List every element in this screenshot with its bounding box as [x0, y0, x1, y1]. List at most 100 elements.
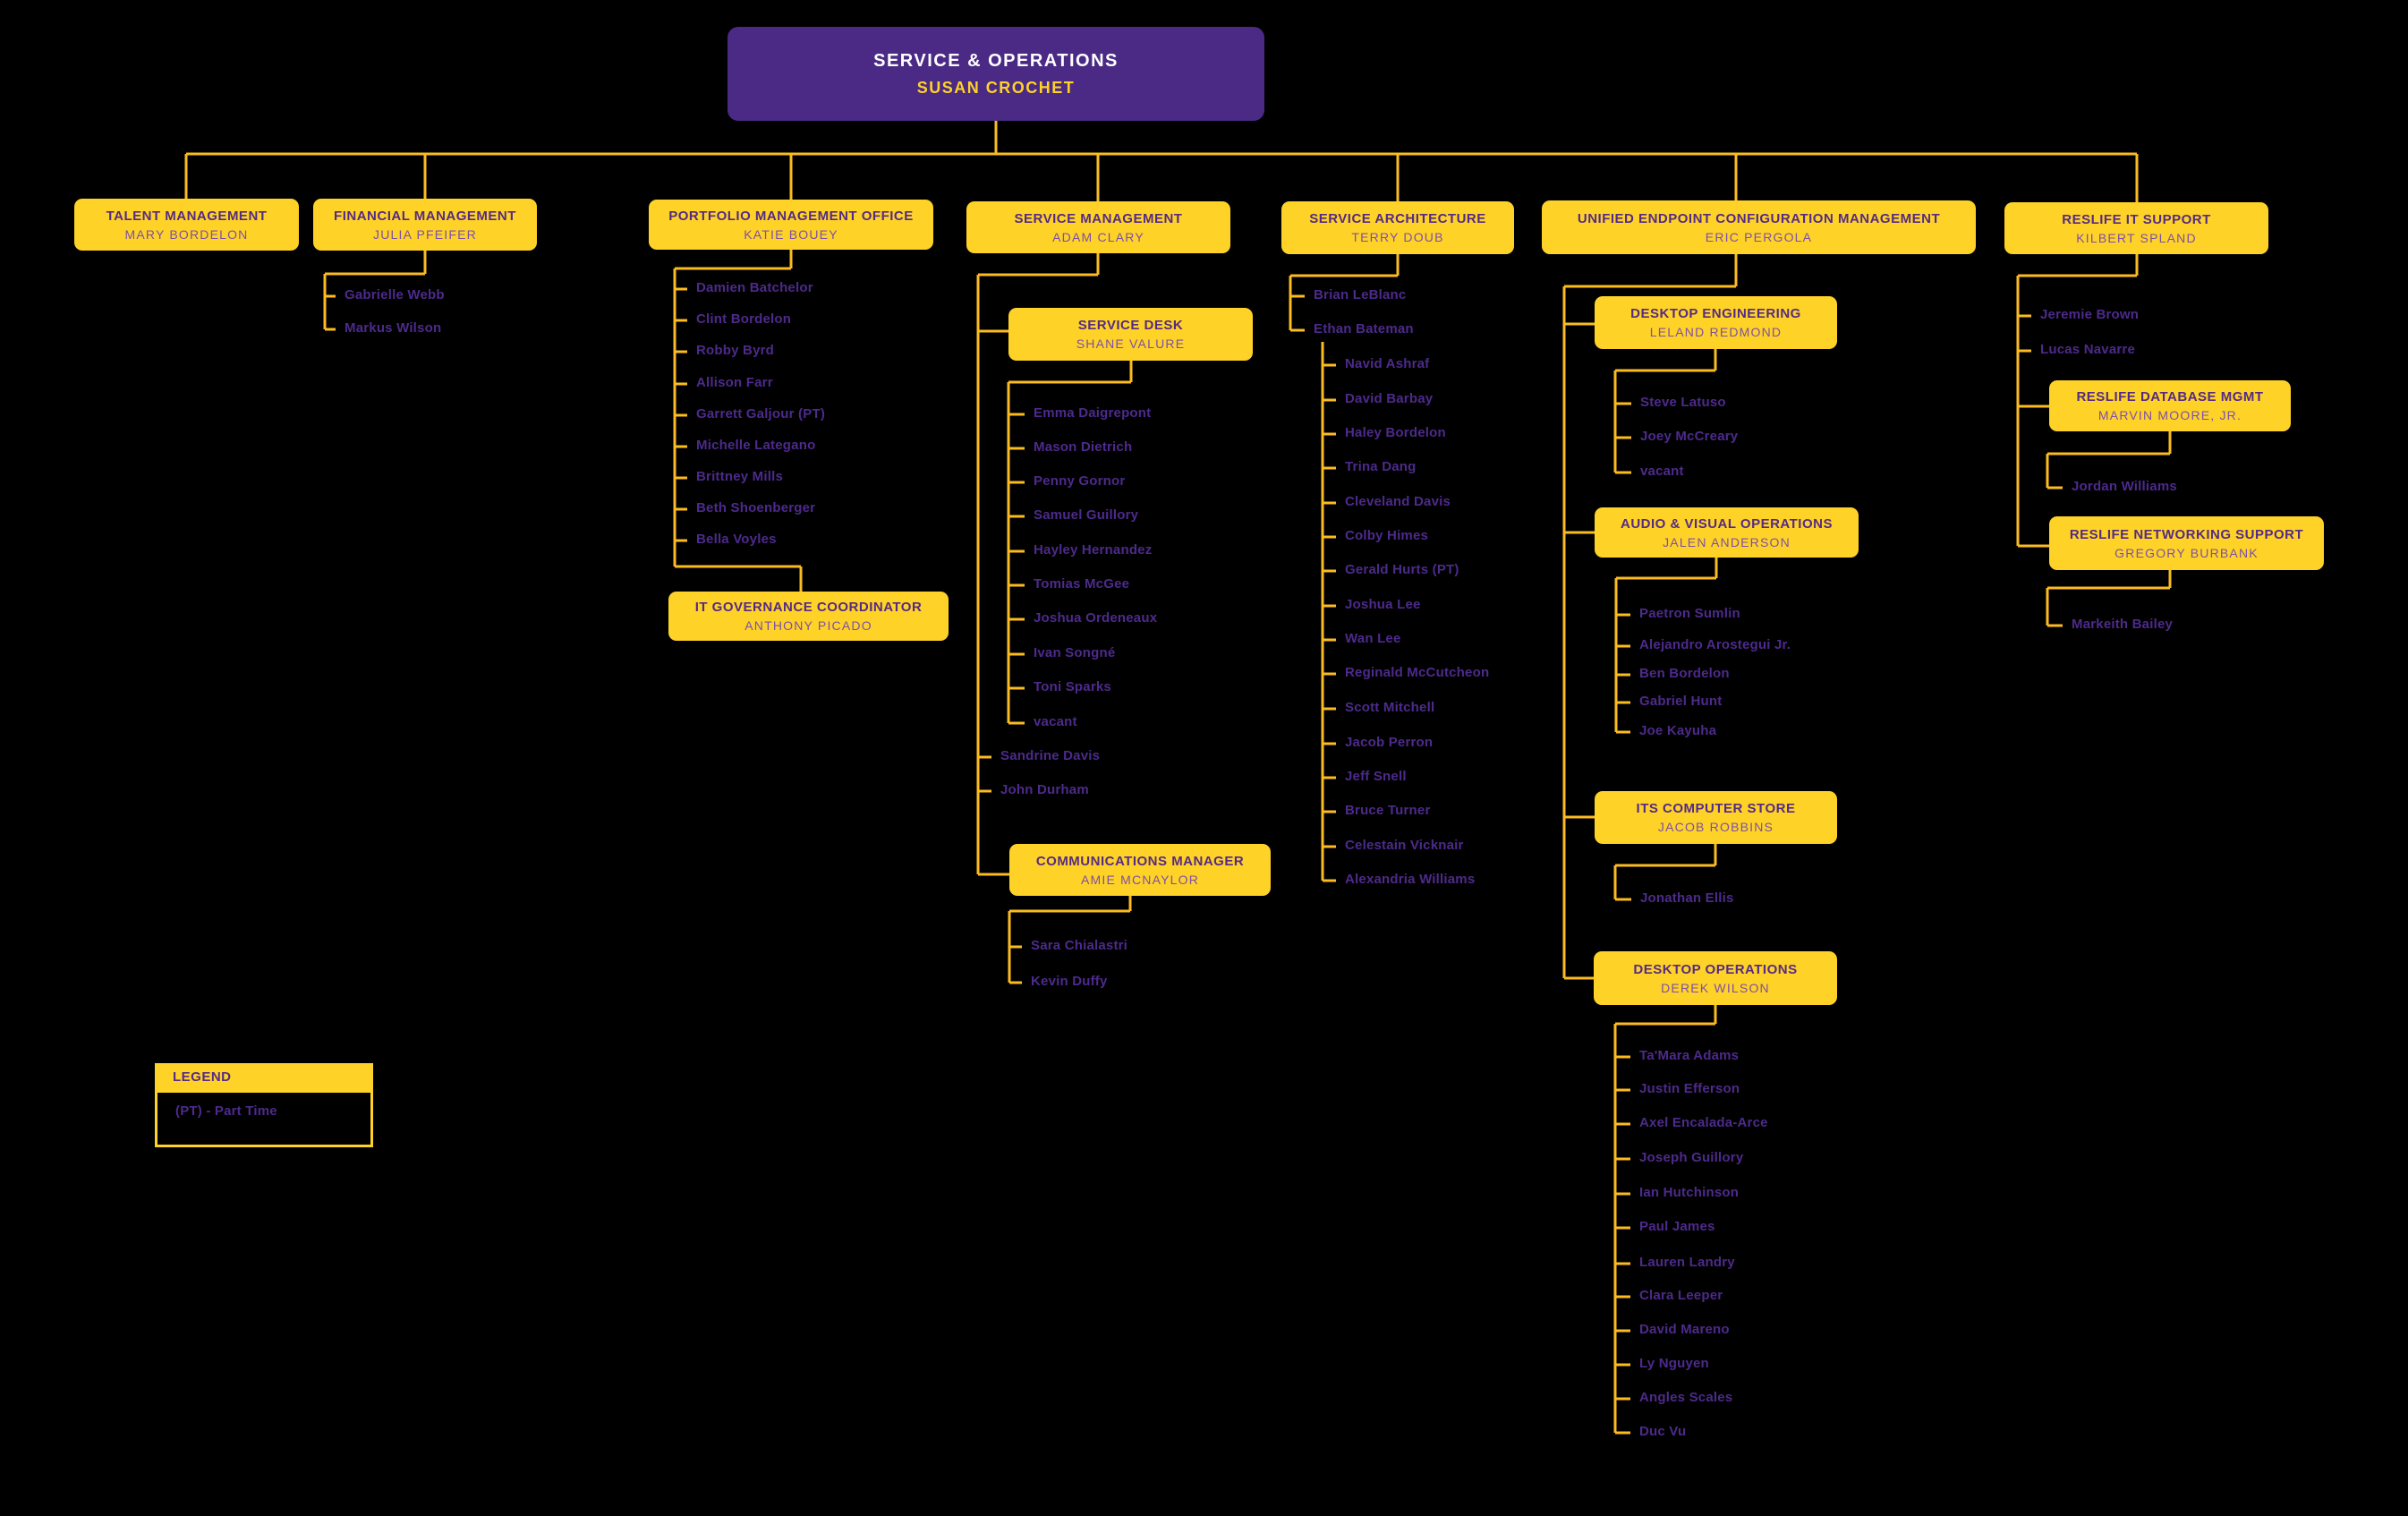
box-title: UNIFIED ENDPOINT CONFIGURATION MANAGEMEN… — [1577, 210, 1941, 226]
org-box-talent-management: TALENT MANAGEMENT MARY BORDELON — [74, 199, 299, 251]
member-name: Gabriel Hunt — [1639, 694, 1723, 709]
member-name: Bella Voyles — [696, 532, 777, 547]
org-box-desktop-operations: DESKTOP OPERATIONS DEREK WILSON — [1594, 951, 1837, 1005]
member-name: Beth Shoenberger — [696, 500, 816, 515]
member-name: Reginald McCutcheon — [1345, 665, 1490, 680]
box-title: RESLIFE NETWORKING SUPPORT — [2069, 526, 2304, 542]
org-box-service-architecture: SERVICE ARCHITECTURE TERRY DOUB — [1281, 201, 1514, 254]
member-name: David Mareno — [1639, 1322, 1730, 1337]
member-name: Lucas Navarre — [2040, 342, 2135, 357]
member-name: Damien Batchelor — [696, 280, 813, 295]
box-title: DESKTOP ENGINEERING — [1630, 306, 1801, 321]
member-name: Jeremie Brown — [2040, 307, 2140, 322]
member-name: Alexandria Williams — [1345, 872, 1476, 887]
org-box-audio-visual-operations: AUDIO & VISUAL OPERATIONS JALEN ANDERSON — [1595, 507, 1859, 558]
member-name: Justin Efferson — [1639, 1081, 1740, 1096]
box-person-name: JACOB ROBBINS — [1657, 820, 1774, 834]
member-name: Lauren Landry — [1639, 1255, 1735, 1270]
box-person-name: JALEN ANDERSON — [1663, 534, 1791, 549]
member-name: Gabrielle Webb — [345, 287, 445, 302]
member-name: Michelle Lategano — [696, 438, 816, 453]
member-name: Samuel Guillory — [1034, 507, 1139, 523]
box-person-name: JULIA PFEIFER — [373, 226, 477, 242]
org-box-unified-endpoint-configuration-management: UNIFIED ENDPOINT CONFIGURATION MANAGEMEN… — [1542, 200, 1976, 254]
box-title: ITS COMPUTER STORE — [1636, 801, 1796, 816]
org-box-communications-manager: COMMUNICATIONS MANAGER AMIE MCNAYLOR — [1009, 844, 1271, 896]
box-person-name: ADAM CLARY — [1052, 229, 1144, 244]
box-person-name: MARVIN MOORE, JR. — [2097, 408, 2242, 422]
member-name: Hayley Hernandez — [1034, 542, 1153, 558]
member-name: Jeff Snell — [1345, 769, 1407, 784]
box-title: FINANCIAL MANAGEMENT — [334, 208, 516, 224]
member-name: vacant — [1640, 464, 1684, 479]
member-name: Penny Gornor — [1034, 473, 1126, 489]
box-title: IT GOVERNANCE COORDINATOR — [694, 600, 923, 615]
org-box-reslife-it-support: RESLIFE IT SUPPORT KILBERT SPLAND — [2004, 202, 2268, 254]
org-box-service-desk: SERVICE DESK SHANE VALURE — [1008, 308, 1253, 361]
member-name: Ian Hutchinson — [1639, 1185, 1740, 1200]
member-name: Jacob Perron — [1345, 735, 1434, 750]
member-name: vacant — [1034, 714, 1077, 729]
org-box-service-and-operations: SERVICE & OPERATIONS SUSAN CROCHET — [728, 27, 1264, 121]
org-box-its-computer-store: ITS COMPUTER STORE JACOB ROBBINS — [1595, 791, 1837, 844]
box-person-name: GREGORY BURBANK — [2114, 545, 2259, 560]
box-title: RESLIFE DATABASE MGMT — [2076, 389, 2264, 405]
member-name: Clara Leeper — [1639, 1288, 1723, 1303]
member-name: Axel Encalada-Arce — [1639, 1115, 1768, 1130]
member-name: Cleveland Davis — [1345, 494, 1451, 509]
box-person-name: KATIE BOUEY — [744, 226, 838, 242]
box-person-name: ANTHONY PICADO — [745, 618, 872, 633]
member-name: Tomias McGee — [1034, 576, 1130, 592]
legend-header: LEGEND — [155, 1063, 373, 1090]
box-person-name: DEREK WILSON — [1661, 980, 1770, 995]
box-title: DESKTOP OPERATIONS — [1633, 961, 1798, 977]
legend-item: (PT) - Part Time — [175, 1103, 277, 1119]
member-name: John Durham — [1000, 782, 1089, 797]
member-name: Ivan Songné — [1034, 645, 1116, 660]
member-name: Joshua Lee — [1345, 597, 1421, 612]
org-box-portfolio-management-office: PORTFOLIO MANAGEMENT OFFICE KATIE BOUEY — [649, 200, 933, 250]
member-name: Ly Nguyen — [1639, 1356, 1709, 1371]
member-name: Markus Wilson — [345, 320, 442, 336]
member-name: Joshua Ordeneaux — [1034, 610, 1158, 626]
member-name: Garrett Galjour (PT) — [696, 406, 826, 422]
member-name: Ta'Mara Adams — [1639, 1048, 1740, 1063]
member-name: Sara Chialastri — [1031, 938, 1128, 953]
member-name: Robby Byrd — [696, 343, 775, 358]
org-box-it-governance-coordinator: IT GOVERNANCE COORDINATOR ANTHONY PICADO — [668, 592, 949, 641]
member-name: Bruce Turner — [1345, 803, 1431, 818]
member-name: Kevin Duffy — [1031, 974, 1108, 989]
box-person-name: LELAND REDMOND — [1649, 325, 1783, 339]
org-leader-name: SUSAN CROCHET — [916, 78, 1076, 97]
member-name: Haley Bordelon — [1345, 425, 1446, 440]
member-name: Ben Bordelon — [1639, 666, 1730, 681]
member-name: Celestain Vicknair — [1345, 838, 1464, 853]
member-name: Sandrine Davis — [1000, 748, 1101, 763]
box-title: AUDIO & VISUAL OPERATIONS — [1621, 515, 1833, 532]
member-name: Gerald Hurts (PT) — [1345, 562, 1459, 577]
org-box-reslife-database-mgmt: RESLIFE DATABASE MGMT MARVIN MOORE, JR. — [2049, 380, 2291, 431]
org-box-service-management: SERVICE MANAGEMENT ADAM CLARY — [966, 201, 1230, 253]
org-title: SERVICE & OPERATIONS — [873, 50, 1119, 71]
member-name: Ethan Bateman — [1314, 321, 1414, 336]
member-name: Steve Latuso — [1640, 395, 1726, 410]
member-name: Scott Mitchell — [1345, 700, 1435, 715]
member-name: Toni Sparks — [1034, 679, 1111, 694]
box-title: COMMUNICATIONS MANAGER — [1035, 853, 1245, 869]
member-name: Colby Himes — [1345, 528, 1429, 543]
member-name: Jordan Williams — [2072, 479, 2177, 494]
member-name: Mason Dietrich — [1034, 439, 1133, 455]
member-name: David Barbay — [1345, 391, 1434, 406]
box-person-name: MARY BORDELON — [124, 226, 249, 242]
box-person-name: ERIC PERGOLA — [1705, 229, 1813, 244]
box-title: RESLIFE IT SUPPORT — [2062, 211, 2211, 227]
member-name: Trina Dang — [1345, 459, 1417, 474]
member-name: Joseph Guillory — [1639, 1150, 1744, 1165]
box-title: PORTFOLIO MANAGEMENT OFFICE — [668, 208, 914, 224]
box-title: TALENT MANAGEMENT — [106, 208, 268, 224]
member-name: Allison Farr — [696, 375, 773, 390]
member-name: Duc Vu — [1639, 1424, 1687, 1439]
member-name: Paul James — [1639, 1219, 1715, 1234]
box-person-name: KILBERT SPLAND — [2076, 230, 2197, 245]
